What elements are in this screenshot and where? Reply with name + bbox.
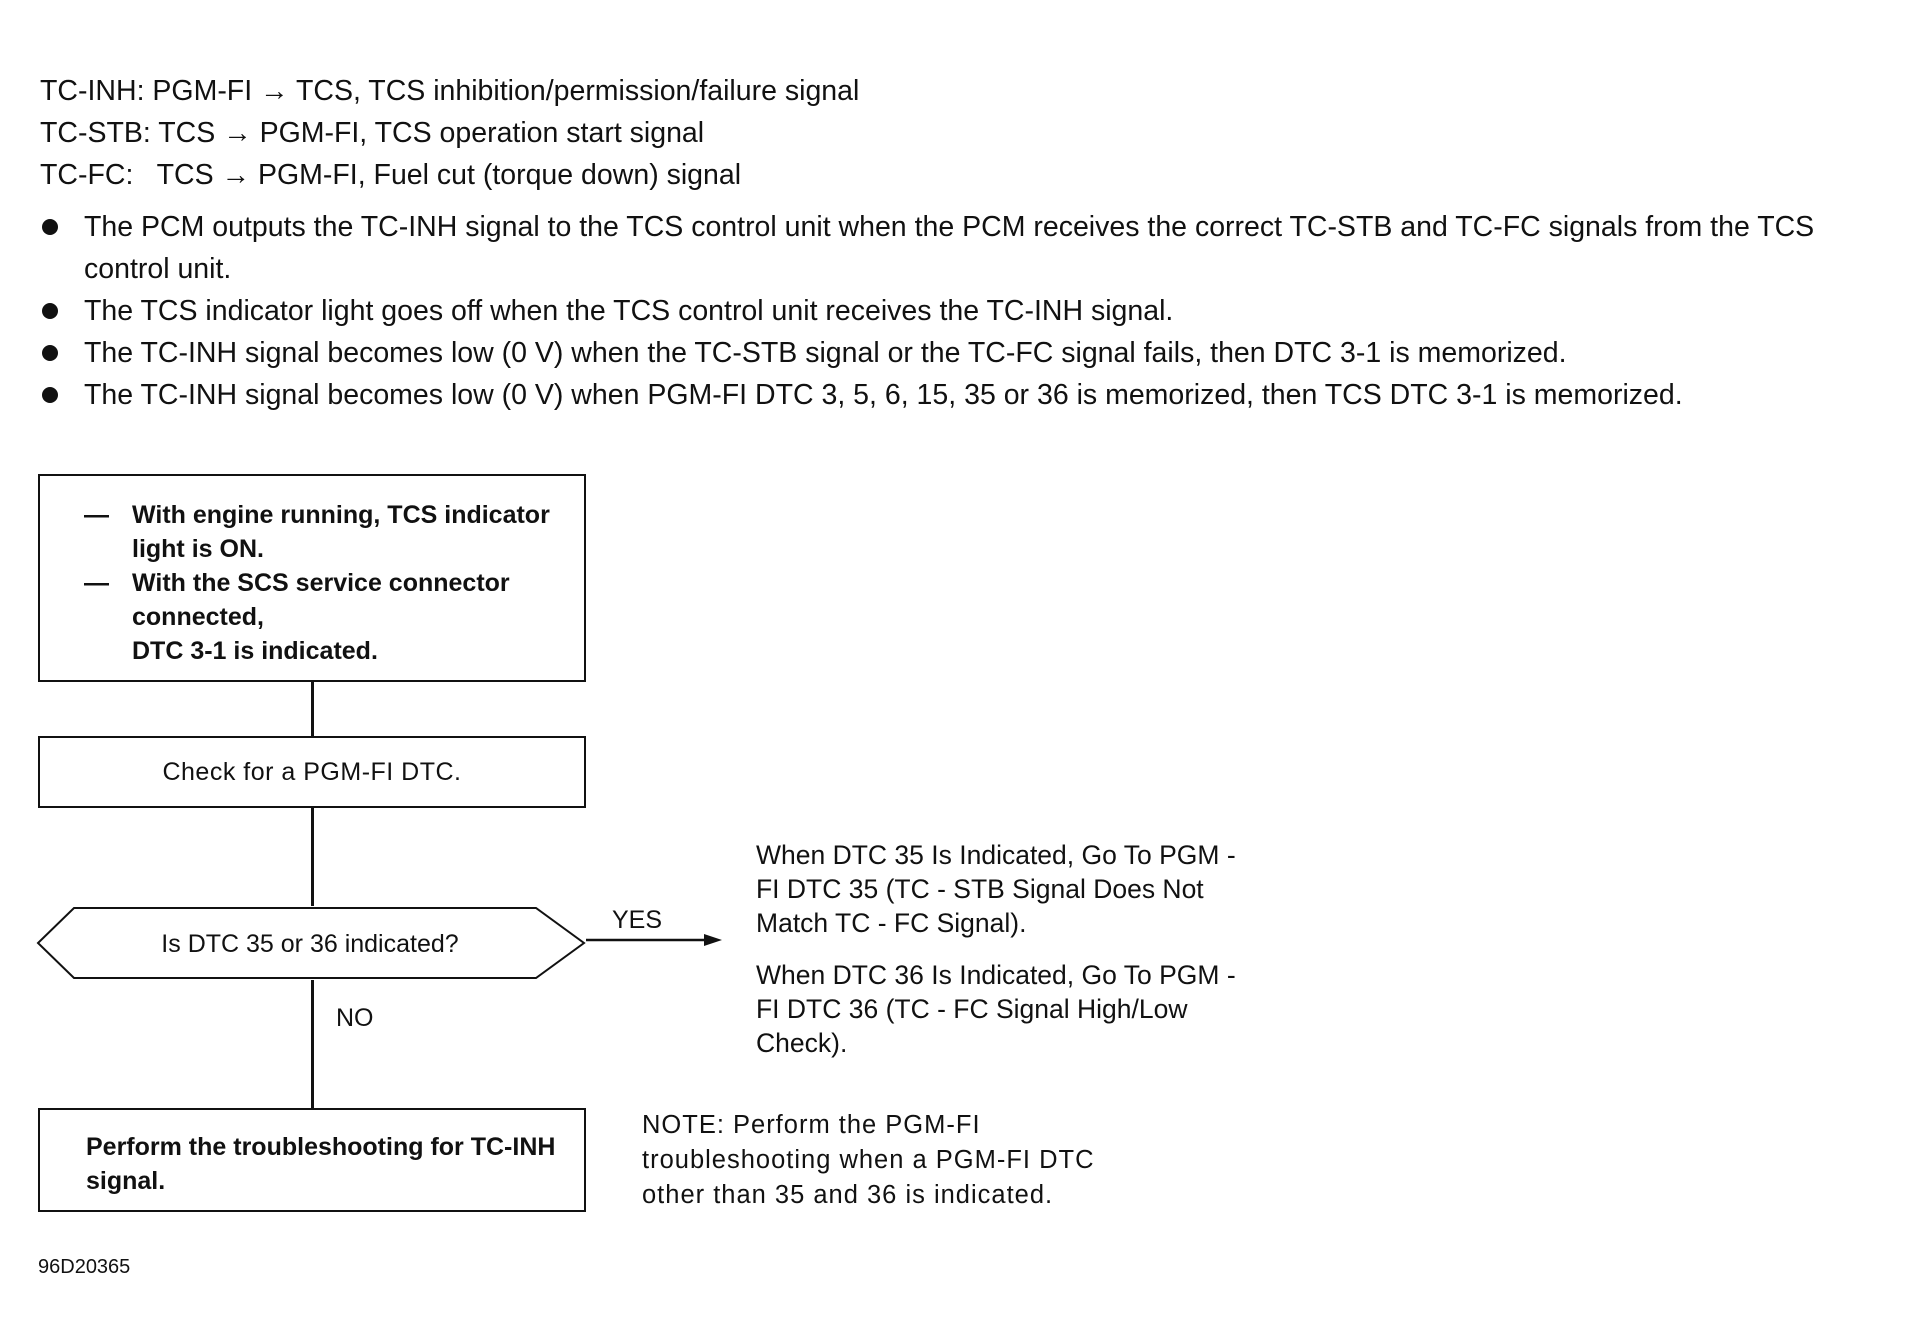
- yes-result-dtc35: When DTC 35 Is Indicated, Go To PGM - FI…: [756, 840, 1236, 938]
- bullet-item: The TC-INH signal becomes low (0 V) when…: [40, 332, 1900, 374]
- connector-line: [311, 980, 314, 1108]
- symptom-condition-3: DTC 3-1 is indicated.: [132, 637, 378, 665]
- bullet-item: The PCM outputs the TC-INH signal to the…: [40, 206, 1900, 290]
- bullet-item: The TC-INH signal becomes low (0 V) when…: [40, 374, 1900, 416]
- bullet-item: The TCS indicator light goes off when th…: [40, 290, 1900, 332]
- no-label: NO: [336, 1004, 374, 1032]
- bullet-list: The PCM outputs the TC-INH signal to the…: [40, 206, 1900, 416]
- definition-tc-inh: TC-INH: PGM-FI → TCS, TCS inhibition/per…: [40, 75, 860, 107]
- symptom-condition-1: — With engine running, TCS indicator lig…: [84, 498, 560, 566]
- yes-result-dtc36: When DTC 36 Is Indicated, Go To PGM - FI…: [756, 960, 1236, 1058]
- definition-tc-stb: TC-STB: TCS → PGM-FI, TCS operation star…: [40, 117, 705, 149]
- action-label: Perform the troubleshooting for TC-INH s…: [86, 1133, 556, 1195]
- decision-label: Is DTC 35 or 36 indicated?: [161, 930, 459, 958]
- note-text: NOTE: Perform the PGM-FI troubleshooting…: [642, 1111, 1095, 1209]
- bullet-icon: [42, 345, 58, 361]
- bullet-icon: [42, 219, 58, 235]
- definition-tc-fc: TC-FC: TCS → PGM-FI, Fuel cut (torque do…: [40, 159, 742, 191]
- bullet-icon: [42, 387, 58, 403]
- symptom-condition-2: — With the SCS service connector connect…: [84, 566, 560, 634]
- check-box: Check for a PGM-FI DTC.: [38, 736, 586, 808]
- check-box-label: Check for a PGM-FI DTC.: [162, 757, 462, 786]
- yes-arrow-icon: [586, 934, 722, 946]
- figure-code: 96D20365: [38, 1256, 131, 1278]
- signal-definitions: TC-INH: PGM-FI → TCS, TCS inhibition/per…: [40, 70, 859, 196]
- decision-shape: [36, 907, 586, 979]
- bullet-icon: [42, 303, 58, 319]
- symptom-box: — With engine running, TCS indicator lig…: [38, 474, 586, 682]
- dash-mark: —: [84, 569, 109, 597]
- yes-label: YES: [612, 906, 663, 934]
- action-box: Perform the troubleshooting for TC-INH s…: [38, 1108, 586, 1212]
- dash-mark: —: [84, 501, 109, 529]
- connector-line: [311, 808, 314, 906]
- connector-line: [311, 682, 314, 736]
